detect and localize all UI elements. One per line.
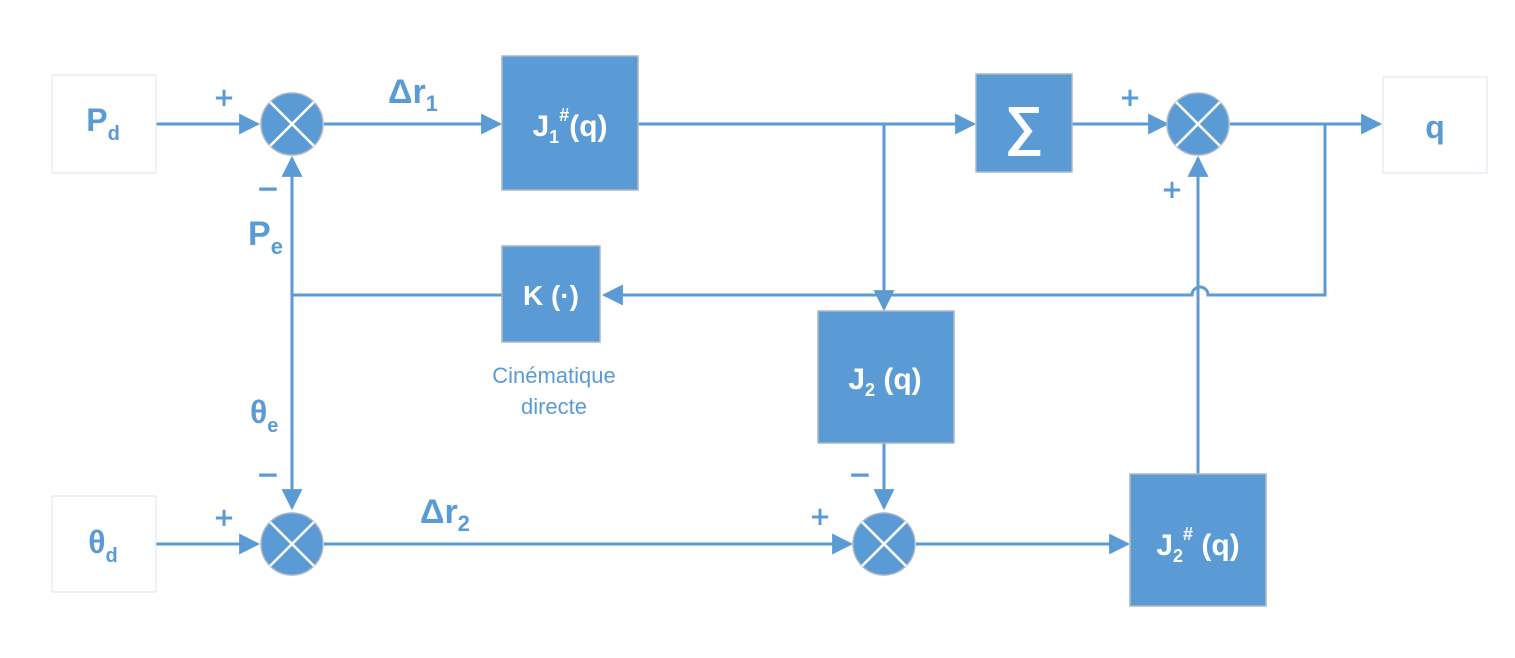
sign-plus-sum3-bottom: + bbox=[1161, 175, 1183, 205]
k-block bbox=[501, 245, 601, 343]
sign-plus-sum1: + bbox=[213, 83, 235, 113]
k-caption-line2: directe bbox=[521, 394, 587, 419]
signal-pe-label: Pe bbox=[248, 215, 283, 259]
wire-feedback-from-q bbox=[601, 124, 1327, 306]
signal-dr1-label: Δr1 bbox=[388, 73, 438, 116]
sign-plus-sum3-left: + bbox=[1119, 83, 1141, 113]
j2-label: J2 (q) bbox=[848, 363, 921, 400]
summing-junction-3 bbox=[1166, 92, 1230, 156]
j1-pinv-block bbox=[501, 55, 639, 191]
sigma-label: ∑ bbox=[1005, 96, 1044, 156]
sign-minus-sum2: − bbox=[256, 458, 279, 491]
sign-plus-sum2: + bbox=[213, 503, 235, 533]
sign-minus-sum4: − bbox=[848, 458, 871, 491]
input-pd-box bbox=[51, 74, 157, 174]
output-q-box bbox=[1382, 76, 1488, 174]
input-pd-label: Pd bbox=[86, 102, 120, 145]
output-q-label: q bbox=[1425, 109, 1445, 145]
j1-pinv-label: J1#(q) bbox=[532, 105, 607, 147]
input-thetad-label: θd bbox=[88, 524, 118, 567]
input-thetad-box bbox=[51, 495, 157, 593]
signal-thetae-label: θe bbox=[250, 394, 278, 437]
signal-dr2-label: Δr2 bbox=[420, 493, 470, 536]
sigma-block bbox=[975, 73, 1073, 173]
j2-pinv-block bbox=[1129, 473, 1267, 607]
summing-junction-1 bbox=[260, 92, 324, 156]
summing-junction-2 bbox=[260, 512, 324, 576]
j2-block bbox=[817, 310, 955, 444]
sign-plus-sum4: + bbox=[809, 502, 831, 532]
j2-pinv-label: J2# (q) bbox=[1156, 524, 1239, 566]
summing-junction-4 bbox=[852, 512, 916, 576]
sign-minus-sum1: − bbox=[256, 172, 279, 205]
k-caption-line1: Cinématique bbox=[492, 363, 616, 388]
k-label: K (·) bbox=[523, 280, 579, 311]
